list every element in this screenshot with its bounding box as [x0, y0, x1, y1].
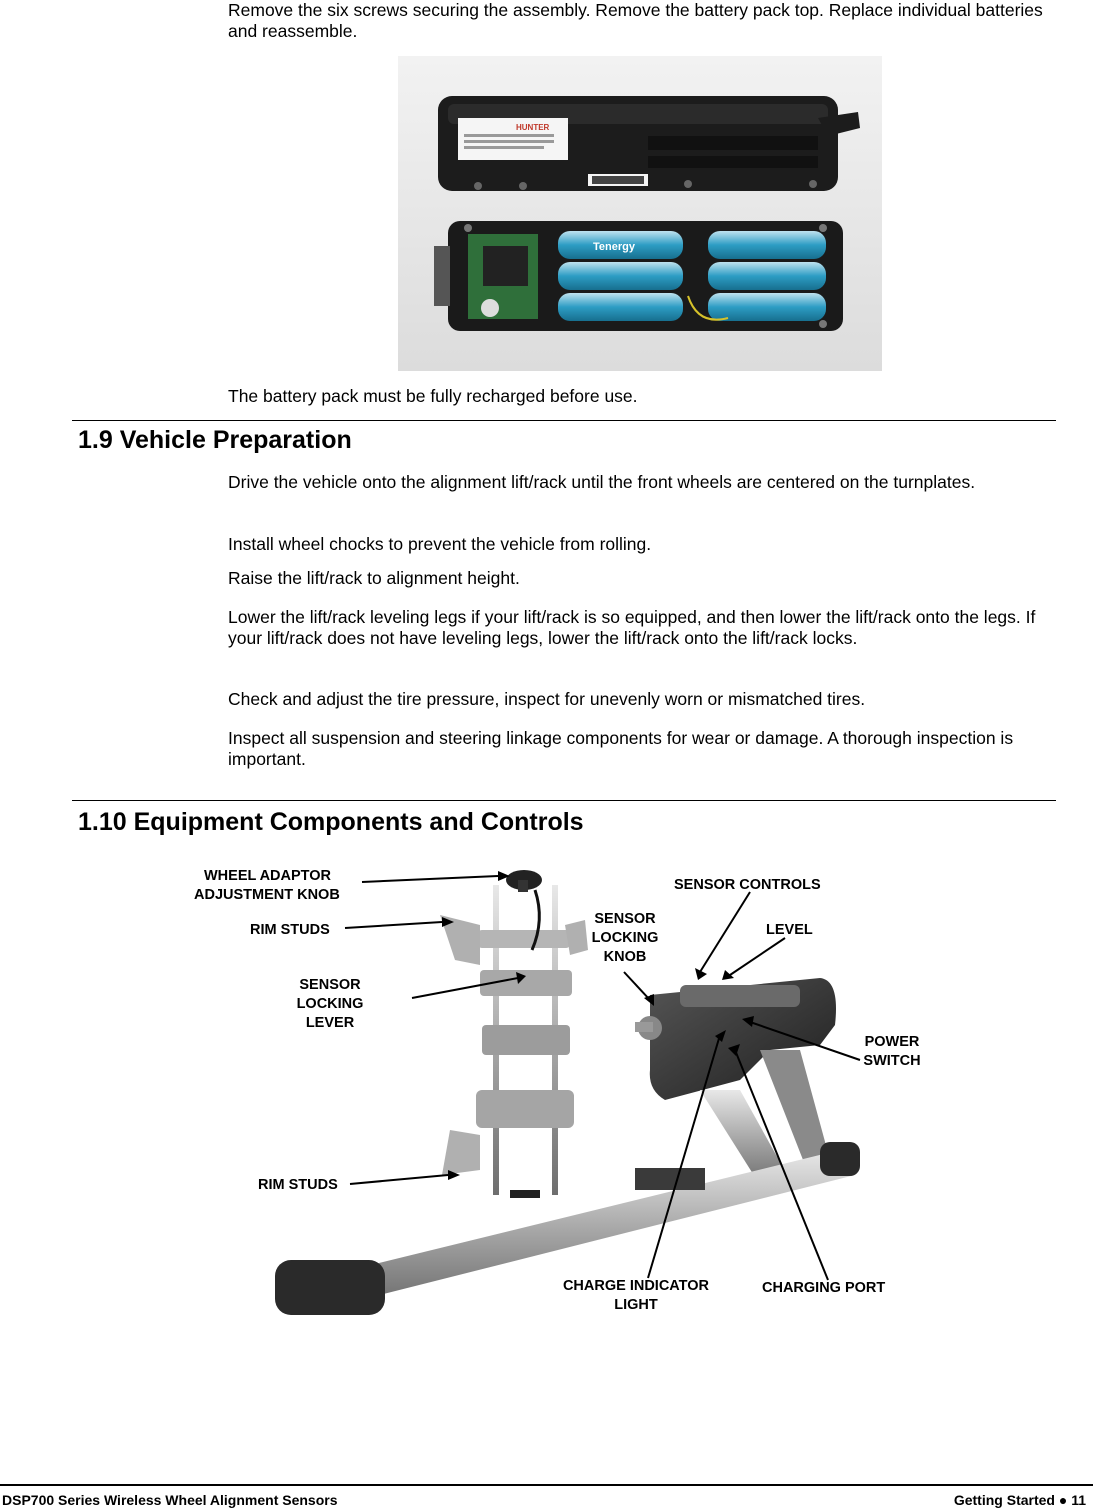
callout-wheel-adaptor-line2: ADJUSTMENT KNOB — [194, 887, 340, 903]
section-divider — [72, 420, 1056, 421]
step-drive-onto-lift: Drive the vehicle onto the alignment lif… — [228, 472, 976, 492]
callout-sensor-locking-knob-line3: KNOB — [604, 949, 647, 965]
footer-page-number: Getting Started ● 11 — [953, 1492, 1086, 1508]
callout-sensor-locking-knob-line1: SENSOR — [594, 911, 656, 927]
step-lower-leveling-legs: Lower the lift/rack leveling legs if you… — [228, 607, 1036, 648]
callout-charging-port: CHARGING PORT — [762, 1280, 885, 1296]
footer-document-title: DSP700 Series Wireless Wheel Alignment S… — [2, 1492, 338, 1508]
callout-sensor-controls: SENSOR CONTROLS — [674, 877, 821, 893]
callout-sensor-locking-lever-line3: LEVER — [306, 1015, 355, 1031]
battery-top-cover: HUNTER — [438, 96, 860, 191]
callout-charge-indicator-line2: LIGHT — [614, 1297, 658, 1313]
footer-divider — [0, 1484, 1093, 1486]
callout-wheel-adaptor-line1: WHEEL ADAPTOR — [204, 868, 332, 884]
callout-arrowheads — [442, 871, 754, 1180]
step-inspect-suspension: Inspect all suspension and steering link… — [228, 728, 1014, 769]
battery-base-with-cells: Tenergy — [434, 221, 843, 331]
step-install-chocks: Install wheel chocks to prevent the vehi… — [228, 534, 652, 554]
cell-brand-text: Tenergy — [593, 241, 636, 253]
callout-sensor-locking-lever-line1: SENSOR — [299, 977, 361, 993]
callout-rim-studs-bottom: RIM STUDS — [258, 1177, 338, 1193]
step-raise-lift: Raise the lift/rack to alignment height. — [228, 568, 520, 588]
step-check-tire-pressure: Check and adjust the tire pressure, insp… — [228, 689, 866, 709]
section-title-vehicle-preparation: 1.9 Vehicle Preparation — [78, 426, 352, 454]
battery-replacement-instructions: Remove the six screws securing the assem… — [228, 0, 1043, 41]
section-title-equipment-components: 1.10 Equipment Components and Controls — [78, 808, 584, 836]
callout-sensor-locking-lever-line2: LOCKING — [297, 996, 364, 1012]
callout-rim-studs-top: RIM STUDS — [250, 922, 330, 938]
callout-leader-lines — [344, 875, 861, 1281]
sensor-body-illustration — [635, 978, 836, 1185]
battery-pack-photo: HUNTER Tenergy — [398, 56, 882, 371]
callout-level: LEVEL — [766, 922, 813, 938]
callout-power-switch-line1: POWER — [865, 1034, 920, 1050]
callout-power-switch-line2: SWITCH — [863, 1053, 920, 1069]
callout-sensor-locking-knob-line2: LOCKING — [592, 930, 659, 946]
callout-charge-indicator-line1: CHARGE INDICATOR — [563, 1278, 710, 1294]
sensor-arm-illustration — [275, 1142, 860, 1315]
section-divider — [72, 800, 1056, 801]
hunter-label-text: HUNTER — [516, 123, 550, 132]
wheel-adaptor-illustration — [440, 870, 588, 1198]
equipment-components-diagram: WHEEL ADAPTOR ADJUSTMENT KNOB RIM STUDS … — [193, 867, 922, 1315]
recharge-note: The battery pack must be fully recharged… — [228, 386, 638, 406]
